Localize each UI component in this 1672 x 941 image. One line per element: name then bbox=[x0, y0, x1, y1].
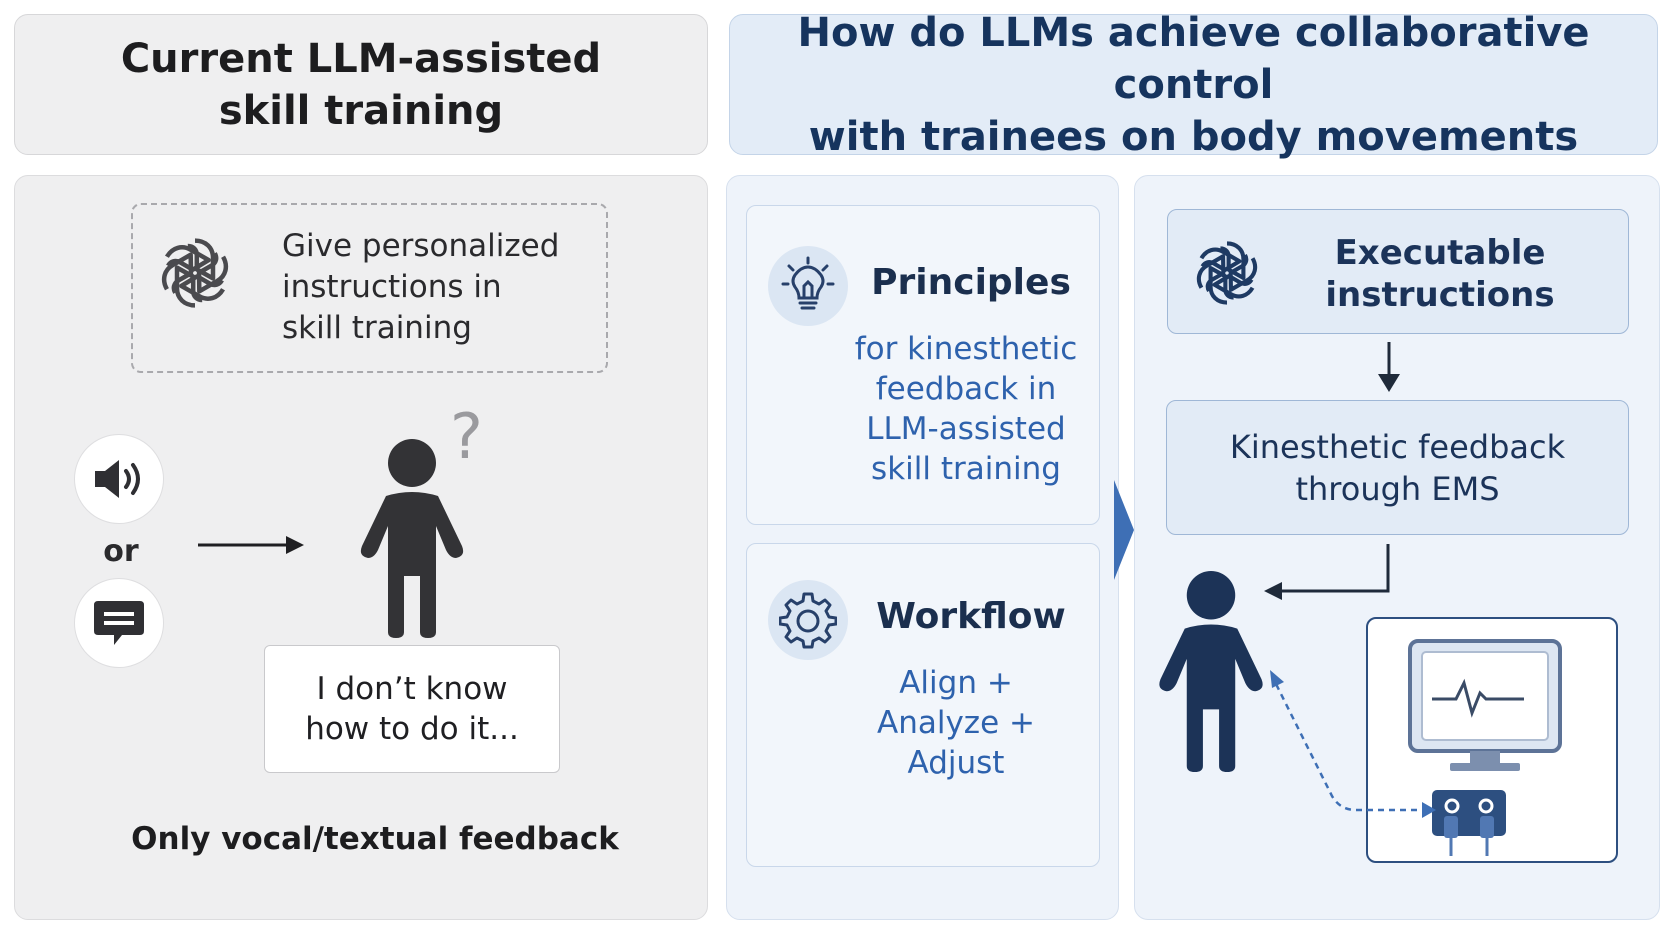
question-mark-icon: ? bbox=[450, 400, 483, 473]
openai-logo-icon-right bbox=[1186, 232, 1268, 314]
principles-line2: feedback in bbox=[875, 371, 1057, 407]
right-arrow-icon bbox=[198, 536, 304, 554]
chat-bubble-icon bbox=[94, 601, 144, 645]
speaker-button bbox=[74, 434, 164, 524]
kinesthetic-line1: Kinesthetic feedback bbox=[1229, 427, 1566, 466]
executable-instructions-text: Executable instructions bbox=[1290, 232, 1590, 316]
workflow-title: Workflow bbox=[876, 596, 1066, 637]
current-training-panel bbox=[14, 175, 708, 920]
workflow-subtitle: Align + Analyze + Adjust bbox=[826, 663, 1086, 783]
chevron-right-icon bbox=[1114, 480, 1134, 580]
gear-icon-bubble bbox=[768, 580, 848, 660]
speech-line1: I don’t know bbox=[316, 671, 508, 707]
or-label: or bbox=[103, 534, 139, 569]
workflow-line1: Align + bbox=[899, 665, 1013, 701]
ems-device-icon bbox=[1432, 790, 1506, 856]
lightbulb-icon-bubble bbox=[768, 246, 848, 326]
person-icon bbox=[360, 439, 464, 638]
workflow-line2: Analyze + bbox=[877, 705, 1035, 741]
dashed-connector-icon bbox=[1270, 670, 1436, 818]
elbow-arrow-icon bbox=[1264, 544, 1390, 600]
openai-logo-icon bbox=[150, 228, 240, 318]
executable-line2: instructions bbox=[1325, 275, 1555, 315]
speech-box: I don’t know how to do it... bbox=[264, 645, 560, 773]
left-caption: Only vocal/textual feedback bbox=[131, 821, 619, 857]
speech-line2: how to do it... bbox=[305, 711, 519, 747]
down-arrow-icon bbox=[1378, 342, 1400, 392]
monitor-icon bbox=[1408, 639, 1562, 771]
gear-icon bbox=[779, 592, 837, 649]
kinesthetic-line2: through EMS bbox=[1295, 469, 1500, 508]
left-header-line1: Current LLM-assisted bbox=[120, 35, 602, 82]
principles-title: Principles bbox=[871, 262, 1071, 303]
workflow-line3: Adjust bbox=[907, 745, 1005, 781]
lightbulb-icon bbox=[781, 256, 835, 310]
chat-button bbox=[74, 578, 164, 668]
left-header: Current LLM-assisted skill training bbox=[14, 14, 708, 155]
llm-instruction-text: Give personalized instructions in skill … bbox=[282, 226, 592, 349]
principles-line1: for kinesthetic bbox=[854, 331, 1078, 367]
principles-line3: LLM-assisted bbox=[866, 411, 1066, 447]
principles-subtitle: for kinesthetic feedback in LLM-assisted… bbox=[836, 329, 1096, 489]
left-header-line2: skill training bbox=[218, 87, 504, 134]
trainee-person-icon bbox=[1159, 571, 1263, 772]
speaker-icon bbox=[95, 460, 140, 498]
llm-line1: Give personalized bbox=[282, 228, 560, 264]
llm-instruction-box bbox=[131, 203, 608, 373]
executable-line1: Executable bbox=[1334, 233, 1546, 273]
right-header: How do LLMs achieve collaborative contro… bbox=[729, 10, 1658, 160]
llm-line3: skill training bbox=[282, 310, 472, 346]
principles-line4: skill training bbox=[871, 451, 1061, 487]
kinesthetic-feedback-box: Kinesthetic feedback through EMS bbox=[1166, 400, 1629, 535]
llm-line2: instructions in bbox=[282, 269, 502, 305]
right-header-line1: How do LLMs achieve collaborative contro… bbox=[797, 9, 1590, 108]
right-header-line2: with trainees on body movements bbox=[808, 113, 1579, 160]
